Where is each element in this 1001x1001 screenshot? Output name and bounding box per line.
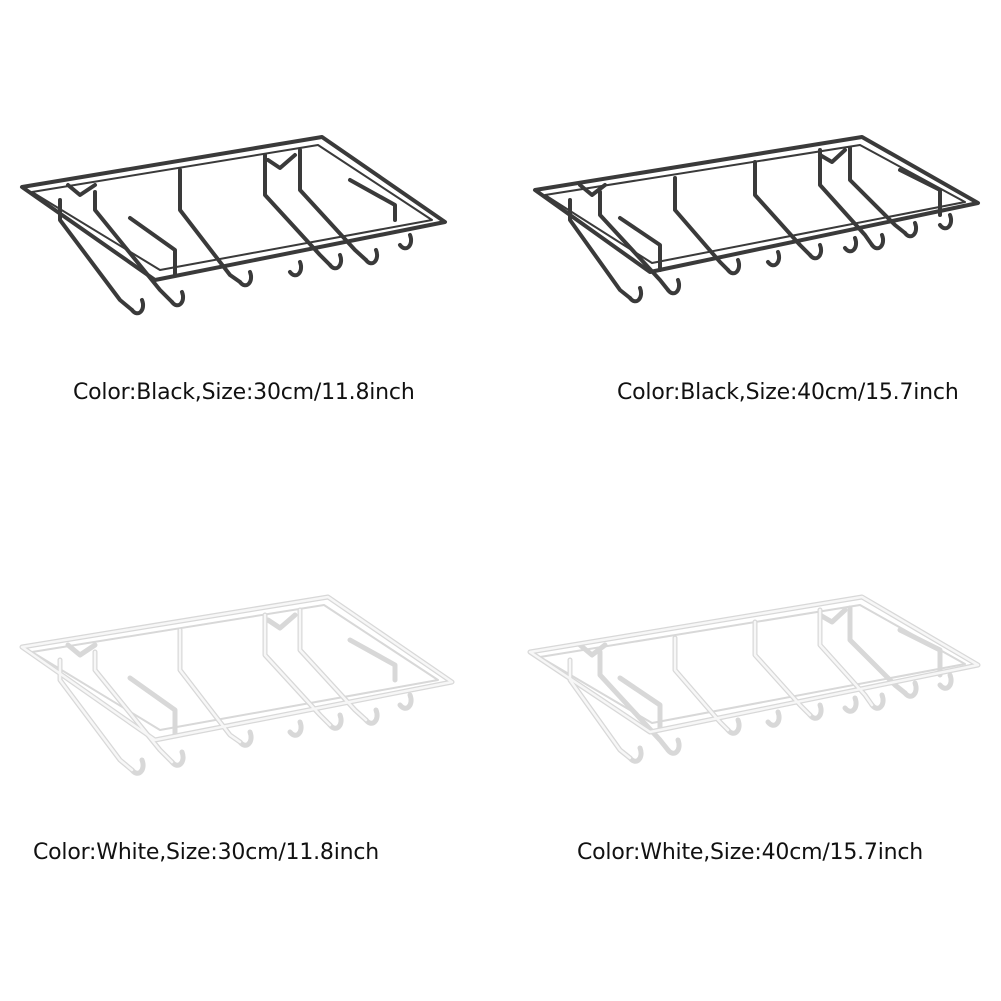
glass-rack-image <box>533 135 980 304</box>
variant-white-30cm[interactable]: Color:White,Size:30cm/11.8inch <box>0 460 500 960</box>
glass-rack-image <box>20 135 447 316</box>
variant-black-30cm[interactable]: Color:Black,Size:30cm/11.8inch <box>0 0 500 500</box>
glass-rack-image <box>19 594 455 776</box>
variant-black-40cm[interactable]: Color:Black,Size:40cm/15.7inch <box>500 0 1000 500</box>
variant-caption: Color:Black,Size:30cm/11.8inch <box>73 380 415 405</box>
variant-white-40cm[interactable]: Color:White,Size:40cm/15.7inch <box>500 460 1000 960</box>
glass-rack-image <box>527 594 981 764</box>
variant-caption: Color:White,Size:30cm/11.8inch <box>33 840 380 865</box>
variant-caption: Color:White,Size:40cm/15.7inch <box>577 840 924 865</box>
variant-caption: Color:Black,Size:40cm/15.7inch <box>617 380 959 405</box>
